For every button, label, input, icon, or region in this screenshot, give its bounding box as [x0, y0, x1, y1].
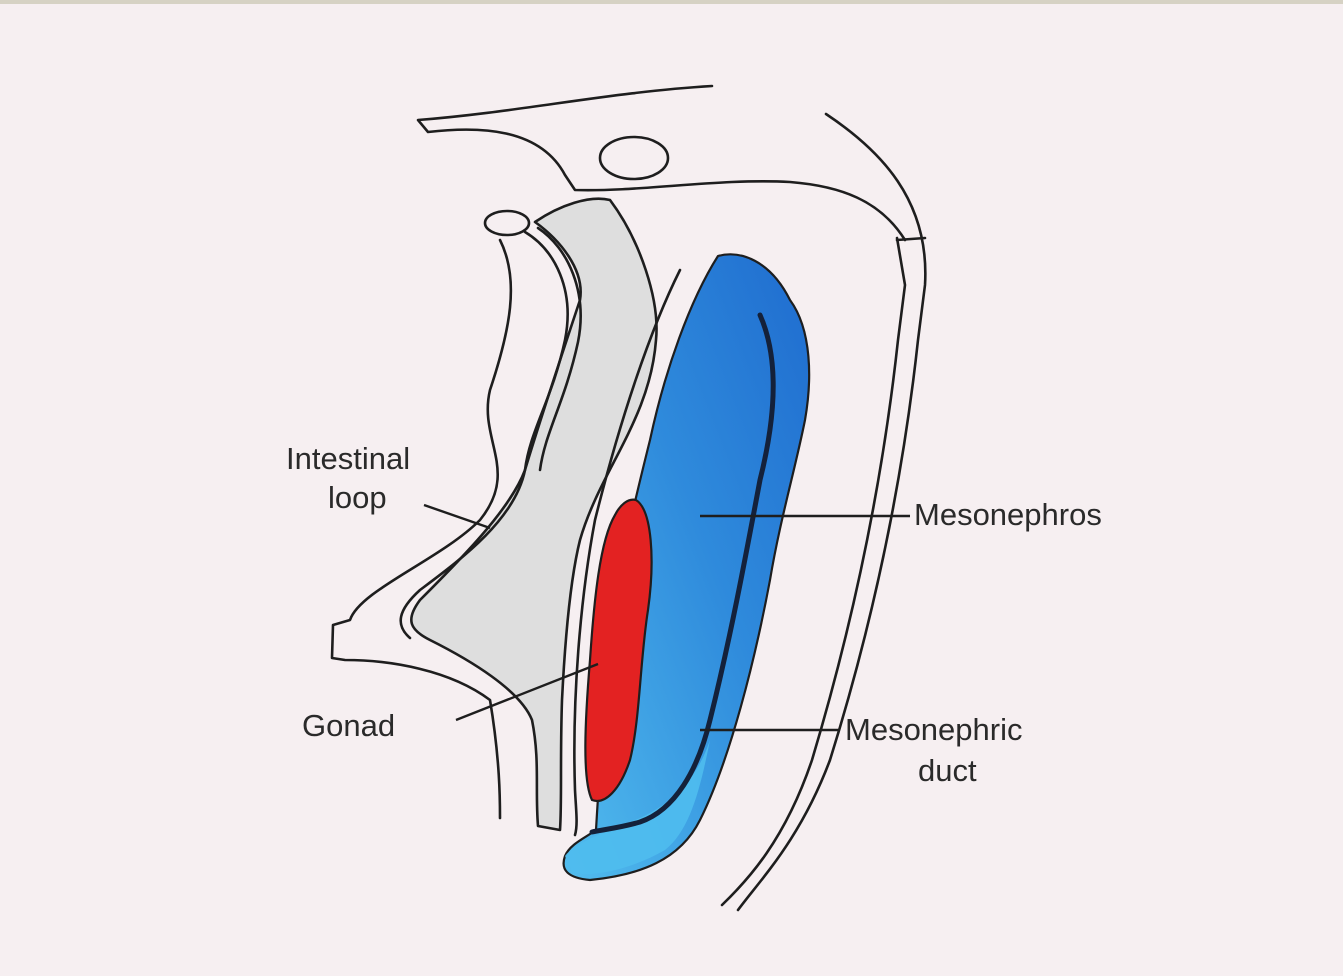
- dorsal-wall-outline: [418, 86, 905, 240]
- label-mesonephric-duct-line2: duct: [918, 753, 977, 788]
- label-intestinal-loop-line1: Intestinal: [286, 441, 410, 476]
- label-gonad: Gonad: [302, 708, 395, 743]
- intestine-tube-top: [485, 211, 529, 235]
- label-mesonephros: Mesonephros: [914, 497, 1102, 532]
- label-intestinal-loop-line2: loop: [328, 480, 387, 515]
- aorta-outline: [600, 137, 668, 179]
- leader-intestinal-loop: [424, 505, 490, 528]
- label-mesonephric-duct-line1: Mesonephric: [845, 712, 1022, 747]
